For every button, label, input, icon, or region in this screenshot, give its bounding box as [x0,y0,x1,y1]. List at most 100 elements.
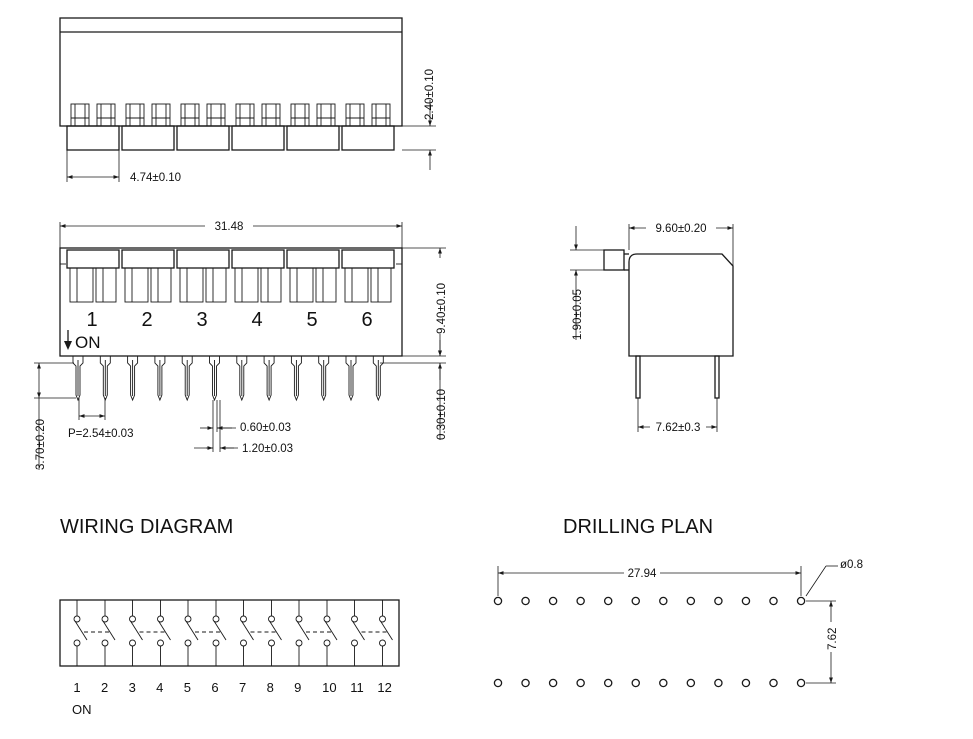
pin [290,356,302,402]
drill-hole [714,596,723,606]
drill-hole [521,678,530,688]
drill-hole [686,596,696,606]
pin [236,356,248,402]
side-body-outline [628,253,734,357]
switch-number: 4 [251,309,262,331]
drill-hole [659,596,668,606]
wiring-pin-number: 2 [101,680,108,695]
top-actuator-group [66,103,395,151]
drill-hole [493,678,503,688]
top-actuator [66,103,120,151]
wiring-pin-number: 6 [211,680,218,695]
pin [99,356,111,402]
pin [372,356,384,402]
drilling-title: DRILLING PLAN [563,516,713,538]
front-actuator [66,249,120,303]
drill-hole [603,678,613,688]
drill-hole [741,678,751,688]
front-dim-standoff: 0.30±0.10 [436,389,448,440]
wiring-pin-number: 4 [156,680,163,695]
wiring-switch [295,600,338,666]
wiring-switch [351,600,393,666]
pin [345,356,357,402]
front-dim-pitch: P=2.54±0.03 [68,428,133,440]
drill-dim-hole: ø0.8 [840,559,863,571]
side-dim-actuator: 1.90±0.05 [572,289,584,340]
wiring-on-label: ON [72,702,92,717]
side-actuator [603,249,625,271]
front-actuator-group [66,249,395,303]
wiring-switch [240,600,282,666]
drill-hole [659,678,668,688]
drill-hole [631,596,641,606]
wiring-pin-number: 7 [239,680,246,695]
top-actuator [286,103,340,151]
front-body-outline [59,247,403,357]
switch-number: 5 [306,309,317,331]
switch-number: 2 [141,309,152,331]
drill-hole [769,678,778,688]
wiring-pin-number: 1 [73,680,80,695]
pin [318,356,330,402]
pin [209,356,220,402]
drill-hole [576,596,585,606]
pin [127,356,139,402]
wiring-title: WIRING DIAGRAM [60,516,233,538]
pin-row [72,356,384,402]
wiring-pin-number: 5 [184,680,191,695]
wiring-switch [129,600,171,666]
drill-dim-length: 27.94 [628,568,657,580]
drill-dim-row-spacing: 7.62 [827,628,839,650]
wiring-pin-number: 3 [129,680,136,695]
drill-hole [548,678,558,688]
top-view: 2.40±0.10 4.74±0.10 [59,17,436,184]
switch-number: 3 [196,309,207,331]
drill-hole [796,678,806,688]
top-actuator [231,103,285,151]
top-dim-height: 2.40±0.10 [424,69,436,120]
front-dim-pin-length: 3.70±0.20 [35,419,47,470]
wiring-switch [184,600,227,666]
front-on-label: ON [75,333,101,352]
wiring-pin-number: 9 [294,680,301,695]
top-actuator [176,103,230,151]
front-dim-pin-width: 0.60±0.03 [240,422,291,434]
side-dim-width: 9.60±0.20 [655,223,706,235]
pin [181,356,193,402]
drill-hole [603,596,613,606]
wiring-pin-number: 8 [267,680,274,695]
front-actuator [121,249,175,303]
top-actuator [121,103,175,151]
pin [72,356,84,402]
wiring-switch [73,600,116,666]
front-dim-pin-span: 1.20±0.03 [242,443,293,455]
wiring-switch-group [73,600,393,666]
front-actuator [286,249,340,303]
wiring-box [59,599,400,667]
drill-hole [741,596,751,606]
side-view: 9.60±0.20 1.90±0.05 7.62±0.3 [570,221,734,434]
pin [154,356,166,402]
drill-hole [631,678,641,688]
top-actuator [341,103,395,151]
drill-hole [576,678,585,688]
top-dim-width: 4.74±0.10 [130,172,181,184]
switch-number: 1 [86,309,97,331]
front-dim-height: 9.40±0.10 [436,283,448,334]
drill-hole [714,678,723,688]
drill-hole [493,596,503,606]
drill-hole [686,678,696,688]
wiring-pin-number: 10 [322,680,336,695]
drill-hole-group [493,596,806,688]
front-dim-length: 31.48 [215,221,244,233]
drilling-plan: 27.94 ø0.8 7.62 [493,559,863,688]
front-actuator [176,249,230,303]
side-dim-row-spacing: 7.62±0.3 [656,422,701,434]
front-actuator [231,249,285,303]
wiring-pin-number: 12 [377,680,391,695]
drill-hole [521,596,530,606]
front-actuator [341,249,395,303]
